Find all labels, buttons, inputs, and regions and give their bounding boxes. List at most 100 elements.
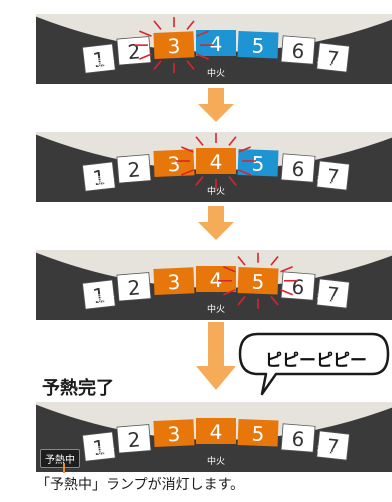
heat-label: 強火	[317, 293, 335, 305]
heat-level-key: 2	[116, 154, 152, 184]
heat-label: 弱火	[97, 176, 115, 187]
flash-line	[223, 266, 236, 273]
flash-line	[228, 136, 237, 146]
heat-level-key: 5	[237, 267, 279, 295]
level-number: 3	[167, 422, 181, 447]
heat-label: 中火	[207, 185, 225, 197]
flash-line	[153, 20, 162, 31]
flash-line	[139, 53, 152, 60]
level-number: 1	[91, 47, 106, 72]
heat-level-key: 2	[116, 272, 152, 302]
level-number: 5	[251, 422, 265, 446]
level-number: 7	[325, 46, 340, 71]
flash-line	[280, 289, 293, 296]
heat-level-key: 7	[316, 430, 350, 461]
heat-level-key: 4	[195, 147, 237, 175]
level-number: 6	[291, 275, 306, 300]
flash-line	[186, 60, 195, 70]
down-arrow-icon	[198, 206, 234, 240]
level-number: 1	[91, 165, 106, 190]
heat-level-key: 1	[82, 161, 116, 192]
level-number: 5	[251, 152, 265, 176]
flash-line	[195, 176, 204, 186]
level-number: 1	[91, 435, 106, 460]
flash-line	[223, 289, 236, 296]
level-number: 6	[291, 39, 306, 64]
heat-label: 強火	[317, 445, 335, 457]
level-number: 5	[251, 270, 265, 294]
heat-level-key: 2	[116, 36, 152, 66]
heat-label: 強火	[317, 175, 335, 187]
level-number: 6	[291, 427, 306, 452]
heat-level-key: 3	[153, 31, 195, 59]
flash-line	[237, 295, 246, 306]
level-number: 4	[210, 420, 223, 444]
heat-level-key: 5	[237, 419, 279, 447]
heat-level-key: 6	[280, 423, 316, 453]
flash-line	[238, 169, 251, 176]
heat-level-key: 7	[316, 160, 350, 191]
down-arrow-icon	[196, 322, 236, 390]
heat-label: 弱火	[97, 58, 115, 69]
level-number: 7	[325, 282, 340, 307]
level-number: 3	[167, 34, 181, 59]
flash-line	[228, 176, 237, 186]
flash-line	[181, 146, 194, 153]
flash-line	[186, 20, 195, 31]
heat-level-key: 1	[82, 279, 116, 310]
flash-line	[196, 53, 209, 60]
level-number: 2	[127, 39, 142, 64]
level-number: 4	[210, 268, 223, 292]
level-number: 2	[127, 157, 142, 182]
heat-level-key: 1	[82, 431, 116, 462]
level-number: 6	[291, 157, 306, 182]
heat-level-key: 1	[82, 43, 116, 74]
flash-line	[196, 30, 209, 37]
flash-line	[280, 266, 293, 273]
heat-label: 中火	[207, 303, 225, 315]
level-number: 4	[210, 150, 223, 174]
heat-label: 中火	[207, 455, 225, 467]
heat-label: 弱火	[97, 294, 115, 305]
heat-level-key: 7	[316, 42, 350, 73]
flash-line	[195, 136, 204, 146]
level-number: 4	[210, 32, 223, 56]
flash-line	[237, 256, 246, 266]
heat-label: 弱火	[97, 446, 115, 457]
flash-line	[270, 295, 279, 306]
level-number: 2	[127, 275, 142, 300]
heat-level-key: 5	[237, 149, 279, 177]
heat-label: 強火	[317, 57, 335, 69]
level-number: 1	[91, 283, 106, 308]
heat-level-key: 2	[116, 424, 152, 454]
level-number: 3	[167, 270, 181, 295]
lamp-pointer-line	[63, 463, 65, 473]
heat-level-key: 3	[153, 267, 195, 295]
heat-level-key: 3	[153, 419, 195, 447]
caption-text: 「予熱中」ランプが消灯します。	[36, 477, 245, 493]
heat-level-key: 6	[280, 35, 316, 65]
preheat-lamp: 予熱中	[40, 449, 80, 468]
flash-line	[181, 169, 194, 176]
heat-level-key: 4	[195, 265, 237, 293]
heat-level-key: 4	[195, 29, 237, 57]
level-number: 2	[127, 427, 142, 452]
heat-label: 中火	[207, 67, 225, 79]
level-number: 7	[325, 434, 340, 459]
flash-line	[153, 60, 162, 70]
flash-line	[270, 256, 279, 266]
heat-level-key: 6	[280, 271, 316, 301]
heat-level-key: 5	[237, 31, 279, 59]
preheat-complete-heading: 予熱完了	[42, 378, 114, 399]
down-arrow-icon	[198, 88, 234, 122]
sound-text: ピピーピピー	[265, 351, 367, 371]
level-number: 5	[251, 34, 265, 58]
